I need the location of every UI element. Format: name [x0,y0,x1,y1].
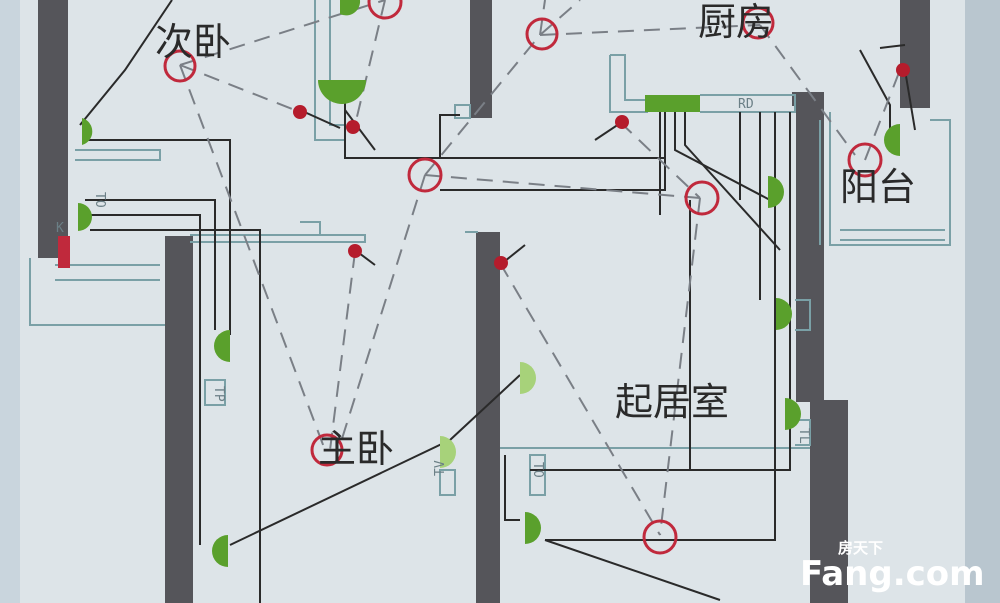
wall-right-lower [810,400,848,603]
light-ring-secondary-bedroom [163,49,197,83]
watermark-brand-big: Fang.com [800,554,985,594]
wall-center-top [470,0,492,118]
switch-dot [293,105,307,119]
tag-rd: RD [738,97,754,112]
room-label-master-bedroom: 主卧 [318,427,394,471]
socket-icon [785,398,801,430]
tag-to-left: TO [92,192,107,208]
socket-icon [776,298,792,330]
socket-icon [214,330,230,362]
socket-icon [318,80,366,104]
tag-k: K [56,221,64,236]
wall-right-top [900,0,930,108]
watermark: 房天下 Fang.com [800,539,985,594]
tag-to-living: TO [530,462,545,478]
dashed-wires [179,0,901,536]
tag-tl: TL [796,428,811,444]
room-label-balcony: 阳台 [840,165,916,209]
wall-center-lower [476,232,500,603]
light-ring-kitchen-entry [525,17,559,51]
room-label-living-room: 起居室 [615,380,729,424]
light-ring-living-room [642,519,678,555]
distribution-box [58,236,70,268]
switches [293,63,910,270]
socket-icon [212,535,228,567]
socket-icon [884,124,900,156]
switch-dot [348,244,362,258]
socket-icon [340,0,361,16]
light-ring-balcony [847,142,883,178]
switch-dot [346,120,360,134]
watermark-brand-small: 房天下 [838,539,883,557]
light-ring-hall-top [367,0,403,20]
socket-icon [82,118,93,145]
room-label-secondary-bedroom: 次卧 [155,20,231,64]
light-ring-master-bedroom [310,433,344,467]
paper-fold-right [965,0,1000,603]
ceiling-lights [163,0,883,555]
room-label-kitchen: 厨房 [698,0,774,44]
duct-lines [29,0,951,496]
switch-dot [896,63,910,77]
light-ring-dining [684,180,720,216]
socket-icon [768,176,784,208]
socket-icon [440,436,456,468]
wall-master-left [165,236,193,603]
light-ring-kitchen [741,6,775,40]
socket-icon [525,512,541,544]
socket-icon [78,203,92,231]
socket-icon [520,362,536,394]
switch-dot [494,256,508,270]
socket-icon [645,95,700,112]
wall-left-upper [38,0,68,258]
sockets [78,0,900,567]
tag-tv: TV [433,460,448,476]
tag-tp: TP [211,386,226,402]
light-ring-corridor [407,157,443,193]
switch-dot [615,115,629,129]
